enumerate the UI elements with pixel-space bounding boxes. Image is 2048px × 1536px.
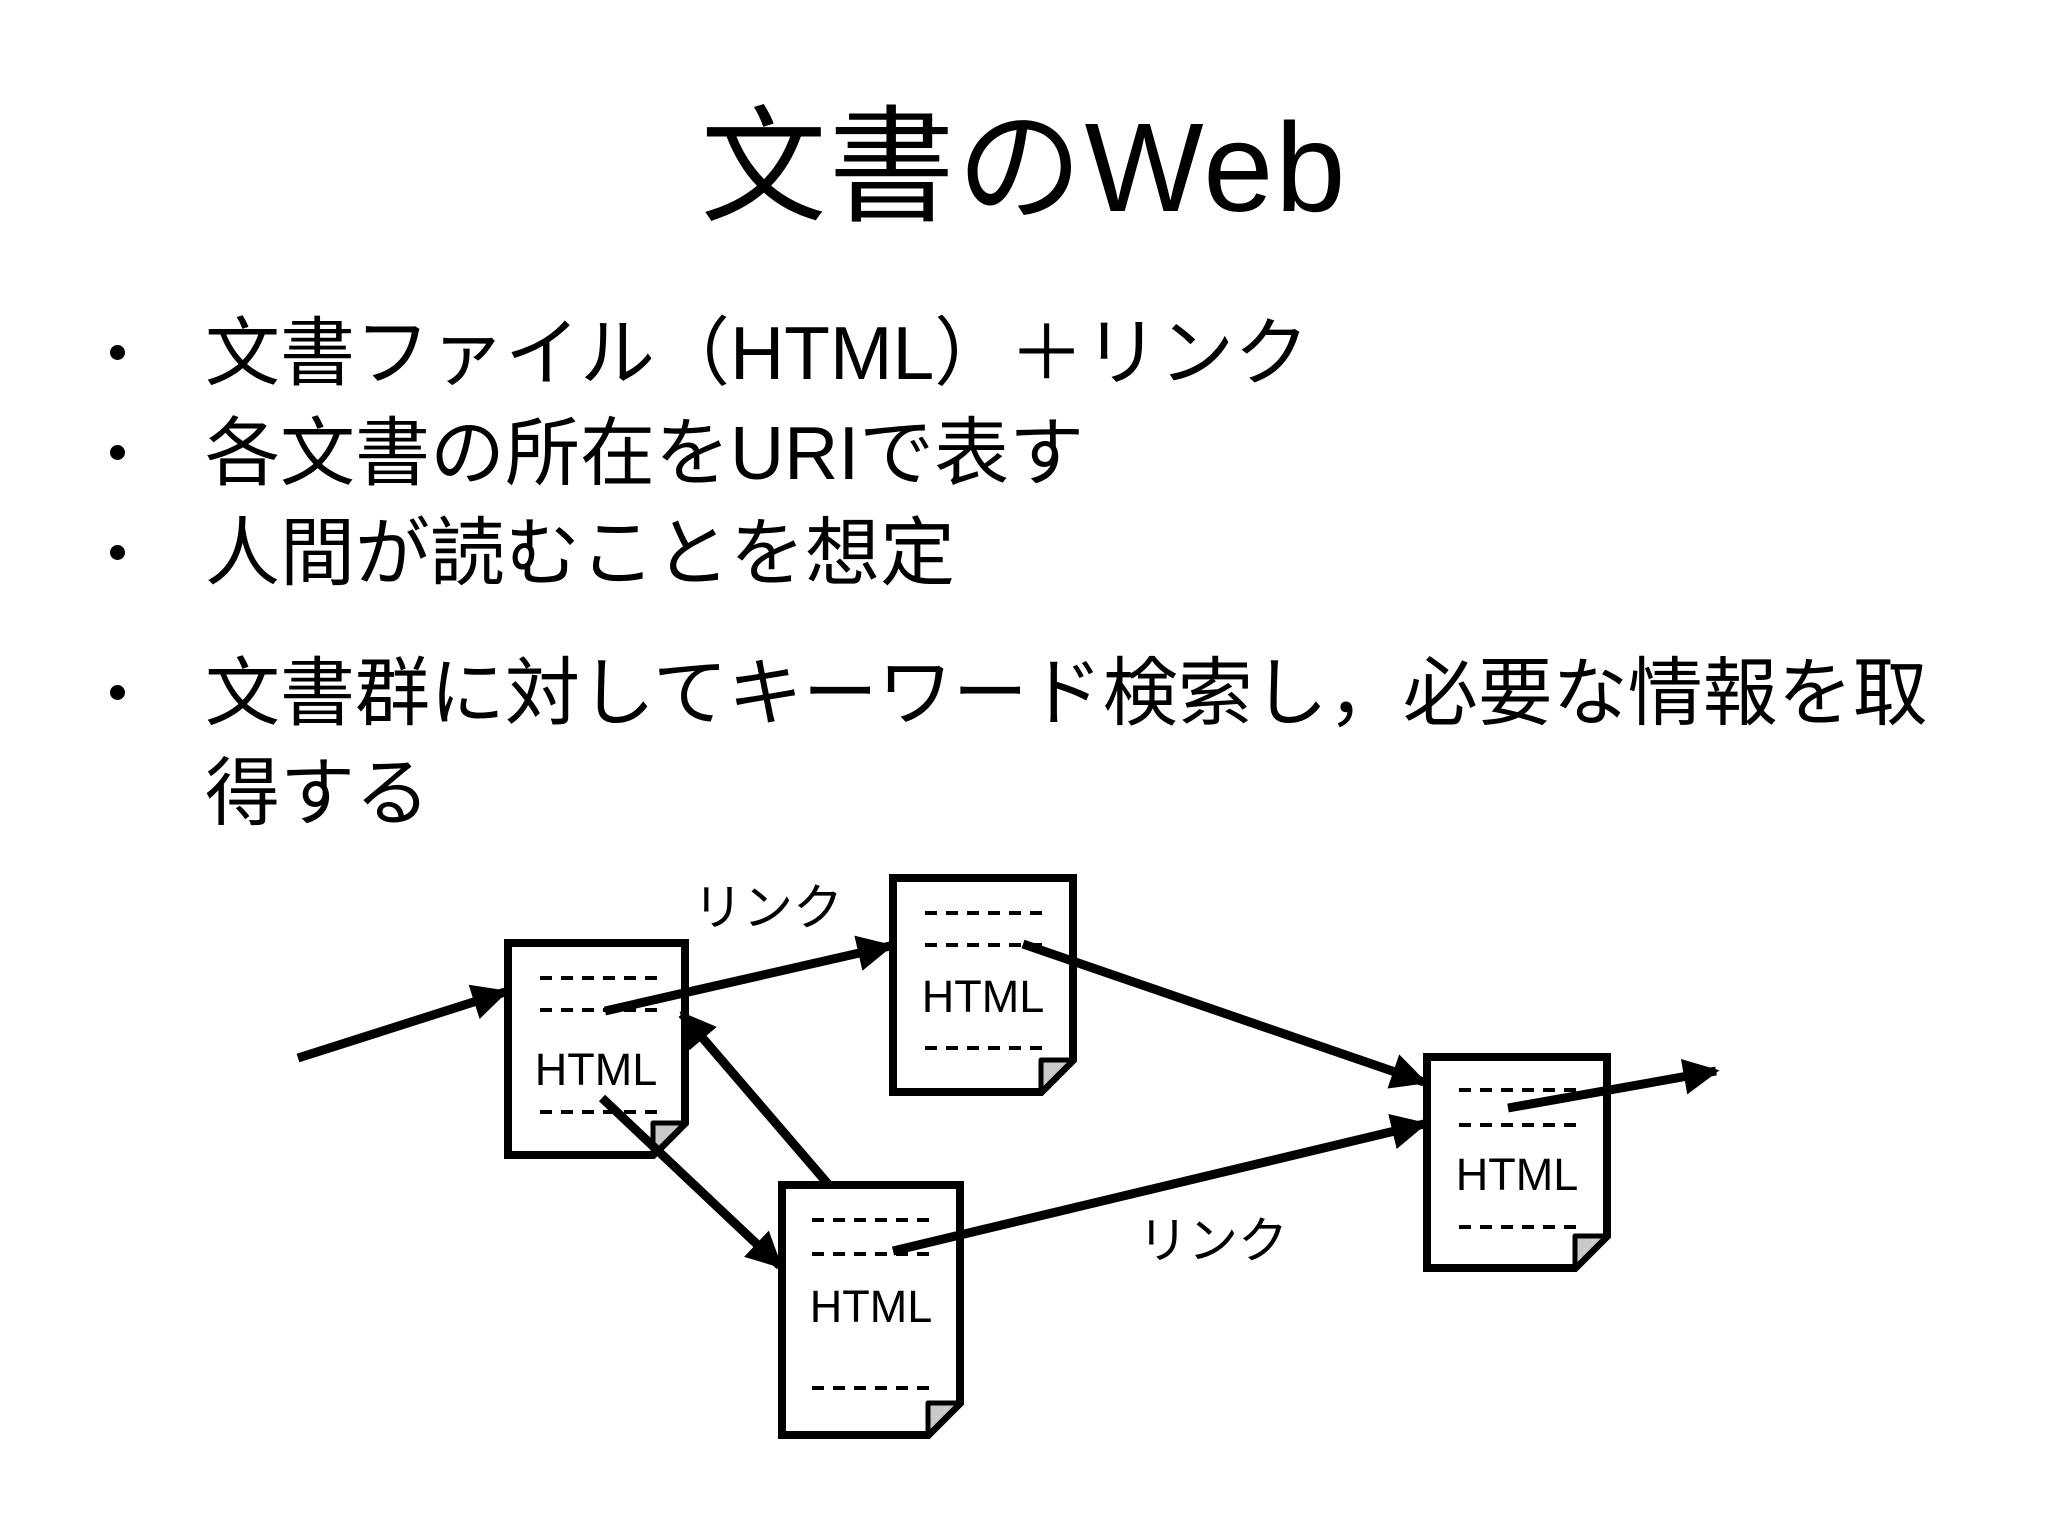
bullet-item: 各文書の所在をURIで表す (110, 403, 1990, 503)
document-shape-left: HTML (504, 939, 689, 1159)
dog-ear-fold-icon (650, 1120, 688, 1158)
bullet-item: 文書群に対してキーワード検索し，必要な情報を取得する (110, 643, 1990, 843)
document-label: HTML (1456, 1149, 1579, 1200)
document-shape-bottom: HTML (778, 1181, 964, 1439)
bullet-marker (110, 345, 125, 360)
link-arrow-bottom-to-right (891, 1114, 1428, 1256)
bullet-list: 文書ファイル（HTML）＋リンク 各文書の所在をURIで表す 人間が読むことを想… (110, 303, 1990, 843)
link-arrow-top-to-right (1021, 939, 1428, 1089)
bullet-text: 文書ファイル（HTML）＋リンク (205, 311, 1310, 395)
link-label: リンク (1138, 1213, 1288, 1269)
bullet-item: 人間が読むことを想定 (110, 503, 1990, 603)
dog-ear-fold-icon (1038, 1057, 1076, 1095)
link-arrow-left-to-bottom (598, 1094, 784, 1270)
page-title: 文書のWeb (700, 97, 1348, 238)
document-shape-right: HTML (1423, 1053, 1611, 1272)
link-label: リンク (693, 880, 843, 936)
link-arrow-bottom-to-left (678, 1011, 832, 1187)
document-label: HTML (535, 1044, 658, 1095)
bullet-marker (110, 685, 125, 700)
bullet-text: 文書群に対してキーワード検索し，必要な情報を取得する (205, 651, 1928, 835)
bullet-item: 文書ファイル（HTML）＋リンク (110, 303, 1990, 403)
bullet-text: 各文書の所在をURIで表す (205, 411, 1085, 495)
bullet-marker (110, 445, 125, 460)
link-arrow-incoming (296, 984, 509, 1063)
document-label: HTML (922, 971, 1045, 1022)
link-arrow-left-to-top (603, 935, 894, 1016)
link-arrow-outgoing (1507, 1058, 1720, 1113)
bullet-marker (110, 545, 125, 560)
dog-ear-fold-icon (925, 1400, 963, 1438)
document-shape-top: HTML (889, 874, 1077, 1096)
document-label: HTML (810, 1281, 933, 1332)
bullet-text: 人間が読むことを想定 (205, 511, 956, 595)
dog-ear-fold-icon (1572, 1233, 1610, 1271)
